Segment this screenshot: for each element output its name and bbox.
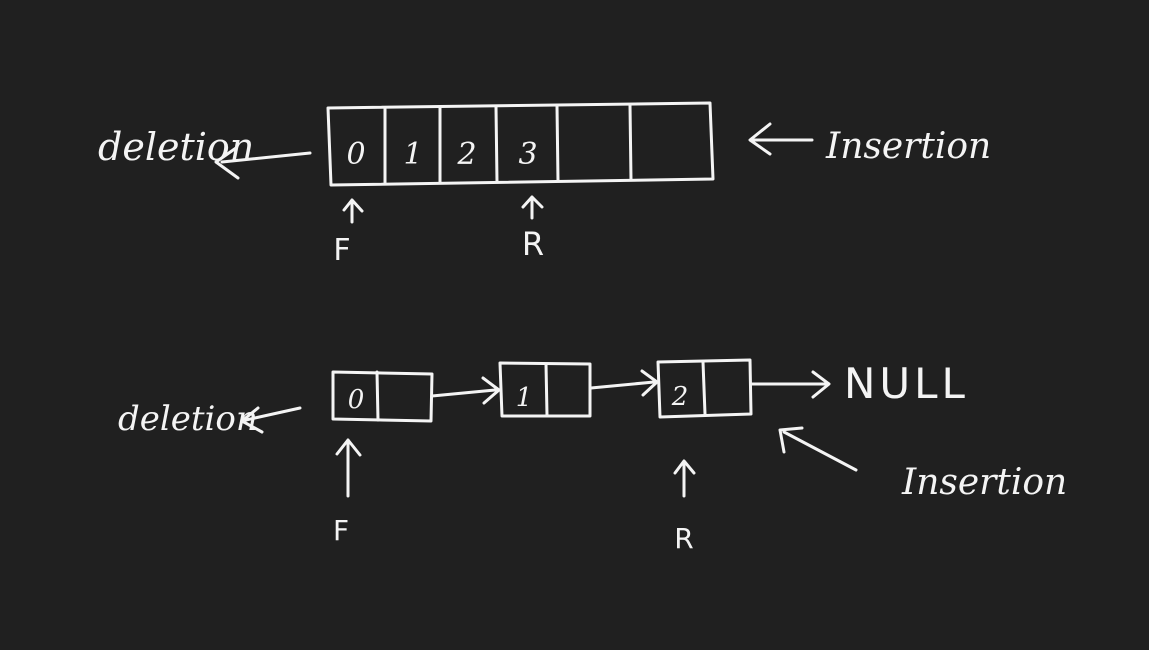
list-node-divider <box>375 370 380 422</box>
array-cell-value: 1 <box>403 137 422 172</box>
deletion-arrowhead <box>214 146 240 180</box>
list-node-box <box>656 358 753 419</box>
insertion-label: Insertion <box>901 462 1067 503</box>
array-cell-value: 3 <box>518 137 537 172</box>
list-node-divider <box>544 362 549 417</box>
array-queue: 0 1 2 3 deletion Insertion F R <box>98 101 991 268</box>
deletion-arrow <box>220 151 312 164</box>
rear-pointer-label: R <box>674 522 693 555</box>
list-node: 1 <box>498 361 592 418</box>
array-divider <box>628 103 633 182</box>
front-pointer-arrow <box>342 198 364 224</box>
link-arrowhead <box>481 376 501 405</box>
array-divider <box>555 104 560 183</box>
deletion-label: deletion <box>98 125 254 169</box>
list-node-value: 0 <box>348 385 365 415</box>
list-node-box <box>498 361 592 418</box>
rear-pointer-arrow <box>673 459 696 498</box>
list-node-box <box>331 370 434 423</box>
null-label: NULL <box>844 359 969 408</box>
deletion-label: deletion <box>118 399 258 439</box>
link-arrowhead <box>640 369 659 397</box>
front-pointer-arrow <box>335 438 362 498</box>
array-cell-value: 0 <box>346 137 365 172</box>
front-pointer-label: F <box>333 514 349 547</box>
list-node-value: 1 <box>516 383 533 413</box>
rear-pointer-label: R <box>522 225 544 263</box>
list-node-value: 2 <box>671 382 689 412</box>
insertion-arrow <box>782 430 858 472</box>
link-arrow <box>430 388 497 398</box>
rear-pointer-arrow <box>521 195 544 220</box>
list-node: 2 <box>656 358 753 419</box>
insertion-arrowhead <box>778 426 804 454</box>
array-divider <box>494 105 499 184</box>
linked-queue: 0 1 2 NULL deletion Insertion <box>118 358 1067 555</box>
front-pointer-label: F <box>333 233 350 268</box>
insertion-label: Insertion <box>825 126 991 167</box>
array-box-outline <box>326 101 715 187</box>
deletion-arrowhead <box>240 406 264 434</box>
array-cell-value: 2 <box>456 137 476 172</box>
link-arrow <box>589 380 656 390</box>
deletion-arrow <box>244 406 302 422</box>
list-node-divider <box>701 360 707 416</box>
list-node: 0 <box>331 370 434 423</box>
insertion-arrowhead <box>748 122 772 156</box>
null-arrowhead <box>811 370 831 399</box>
